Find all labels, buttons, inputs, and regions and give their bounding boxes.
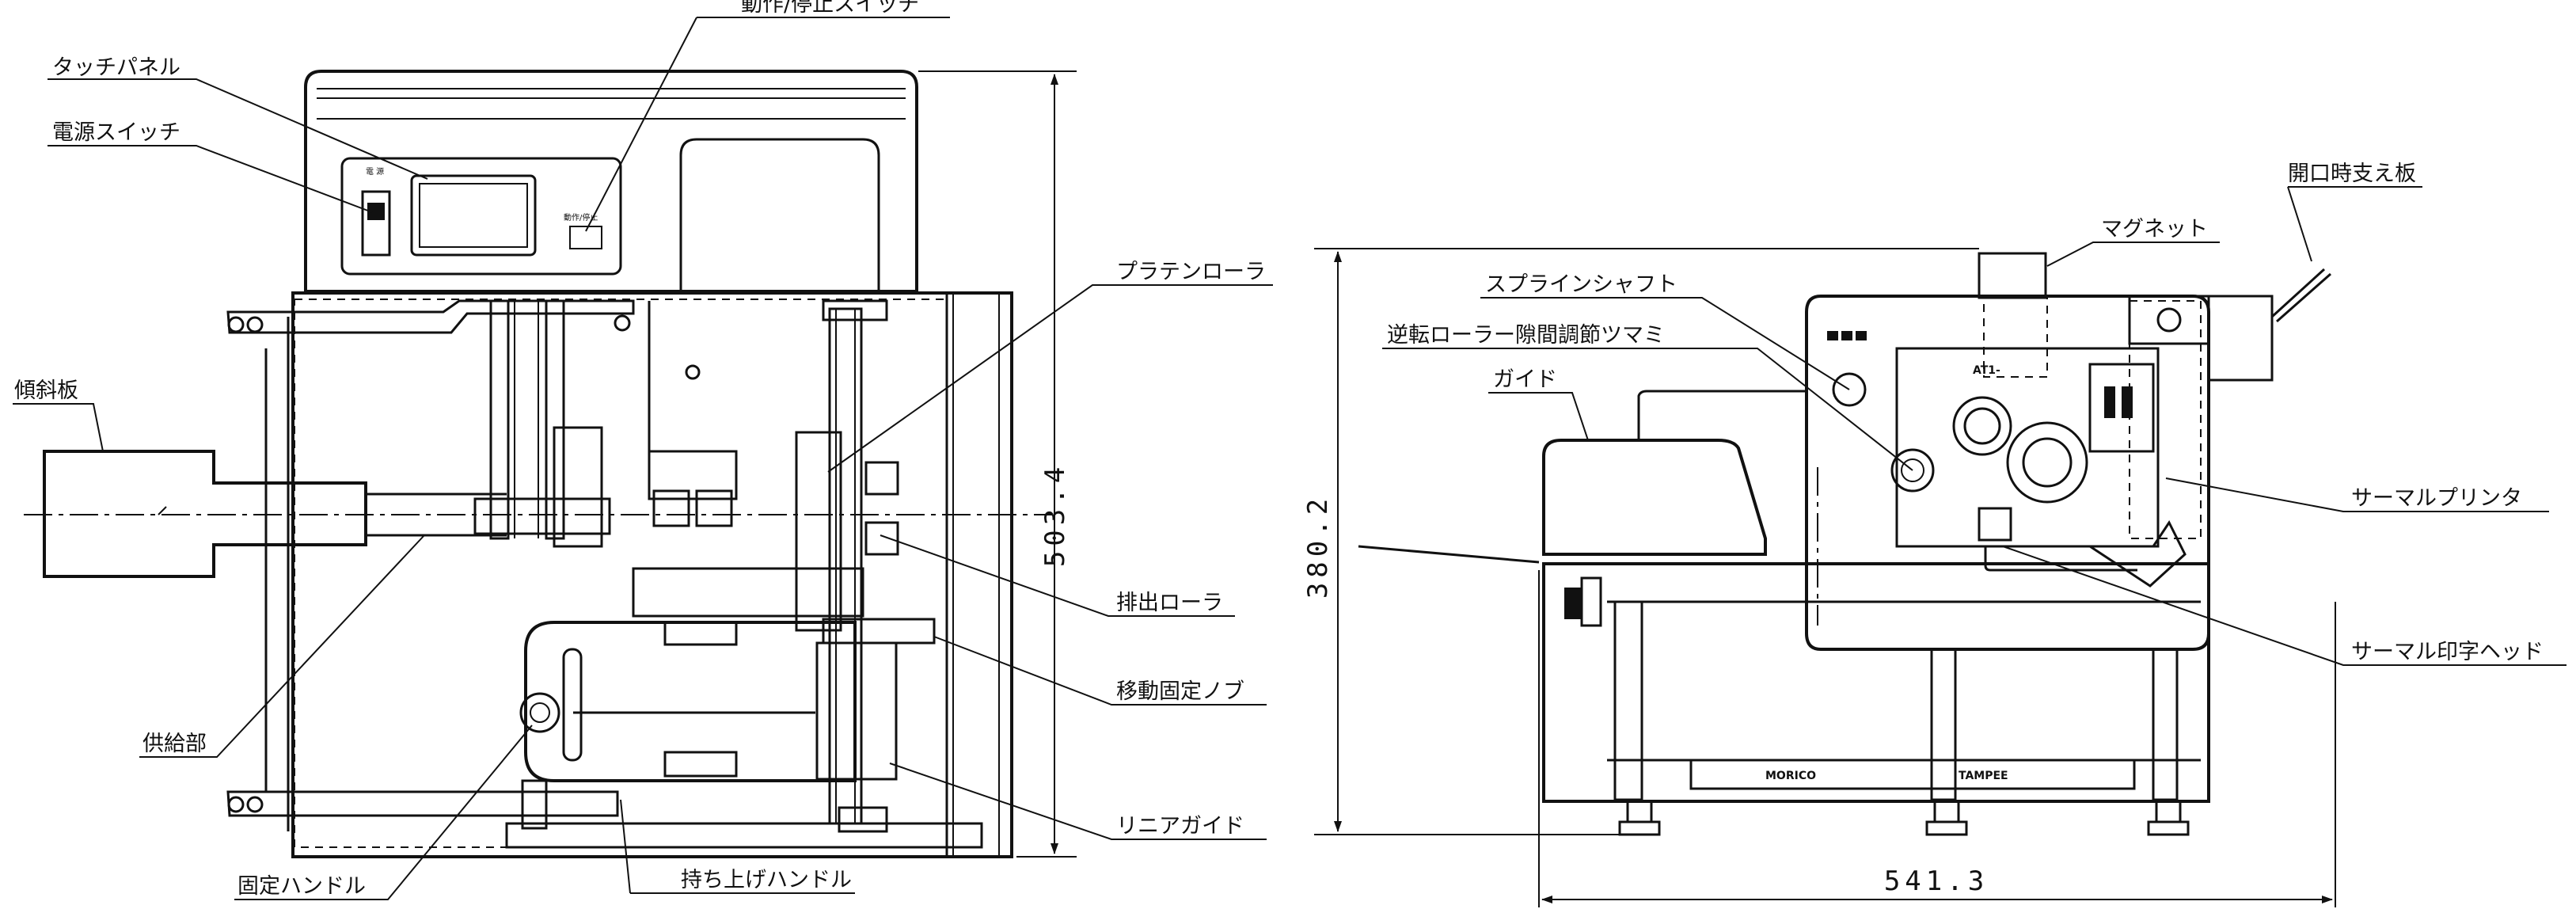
start-stop-panel-mark: 動作/停止 xyxy=(564,212,598,222)
label-platen-roller: プラテンローラ xyxy=(1116,260,1266,284)
front-height-dimension: 503.4 xyxy=(1039,462,1071,567)
label-tilt-plate: 傾斜板 xyxy=(14,378,78,403)
label-touch-panel: タッチパネル xyxy=(52,55,180,80)
brand-left: MORICO xyxy=(1765,770,1816,782)
label-spline-shaft: スプラインシャフト xyxy=(1485,272,1677,297)
label-start-stop-switch: 動作/停止スイッチ xyxy=(741,0,919,17)
front-view: 電 源 動作/停止 xyxy=(13,0,1273,900)
label-magnet: マグネット xyxy=(2101,217,2208,242)
label-guide: ガイド xyxy=(1493,367,1557,392)
side-view: AT1- MORICO TAMPEE 380.2 xyxy=(1302,162,2567,907)
label-lift-handle: 持ち上げハンドル xyxy=(681,868,852,892)
label-thermal-printer: サーマルプリンタ xyxy=(2351,486,2522,511)
label-fixing-handle: 固定ハンドル xyxy=(237,874,366,899)
label-supply-unit: 供給部 xyxy=(142,732,207,756)
label-linear-guide: リニアガイド xyxy=(1116,814,1244,839)
part-mark: AT1- xyxy=(1973,364,2000,377)
label-power-switch: 電源スイッチ xyxy=(52,120,180,145)
side-width-dimension: 541.3 xyxy=(1884,865,1989,897)
label-open-support-plate: 開口時支え板 xyxy=(2288,162,2416,186)
label-moving-fixing-knob: 移動固定ノブ xyxy=(1116,679,1244,704)
side-height-dimension: 380.2 xyxy=(1302,494,1334,599)
label-discharge-roller: 排出ローラ xyxy=(1116,591,1223,615)
label-reverse-roller-gap-knob: 逆転ローラー隙間調節ツマミ xyxy=(1387,323,1665,348)
brand-right: TAMPEE xyxy=(1959,770,2008,782)
power-panel-mark: 電 源 xyxy=(366,166,384,177)
label-thermal-print-head: サーマル印字ヘッド xyxy=(2351,640,2544,664)
